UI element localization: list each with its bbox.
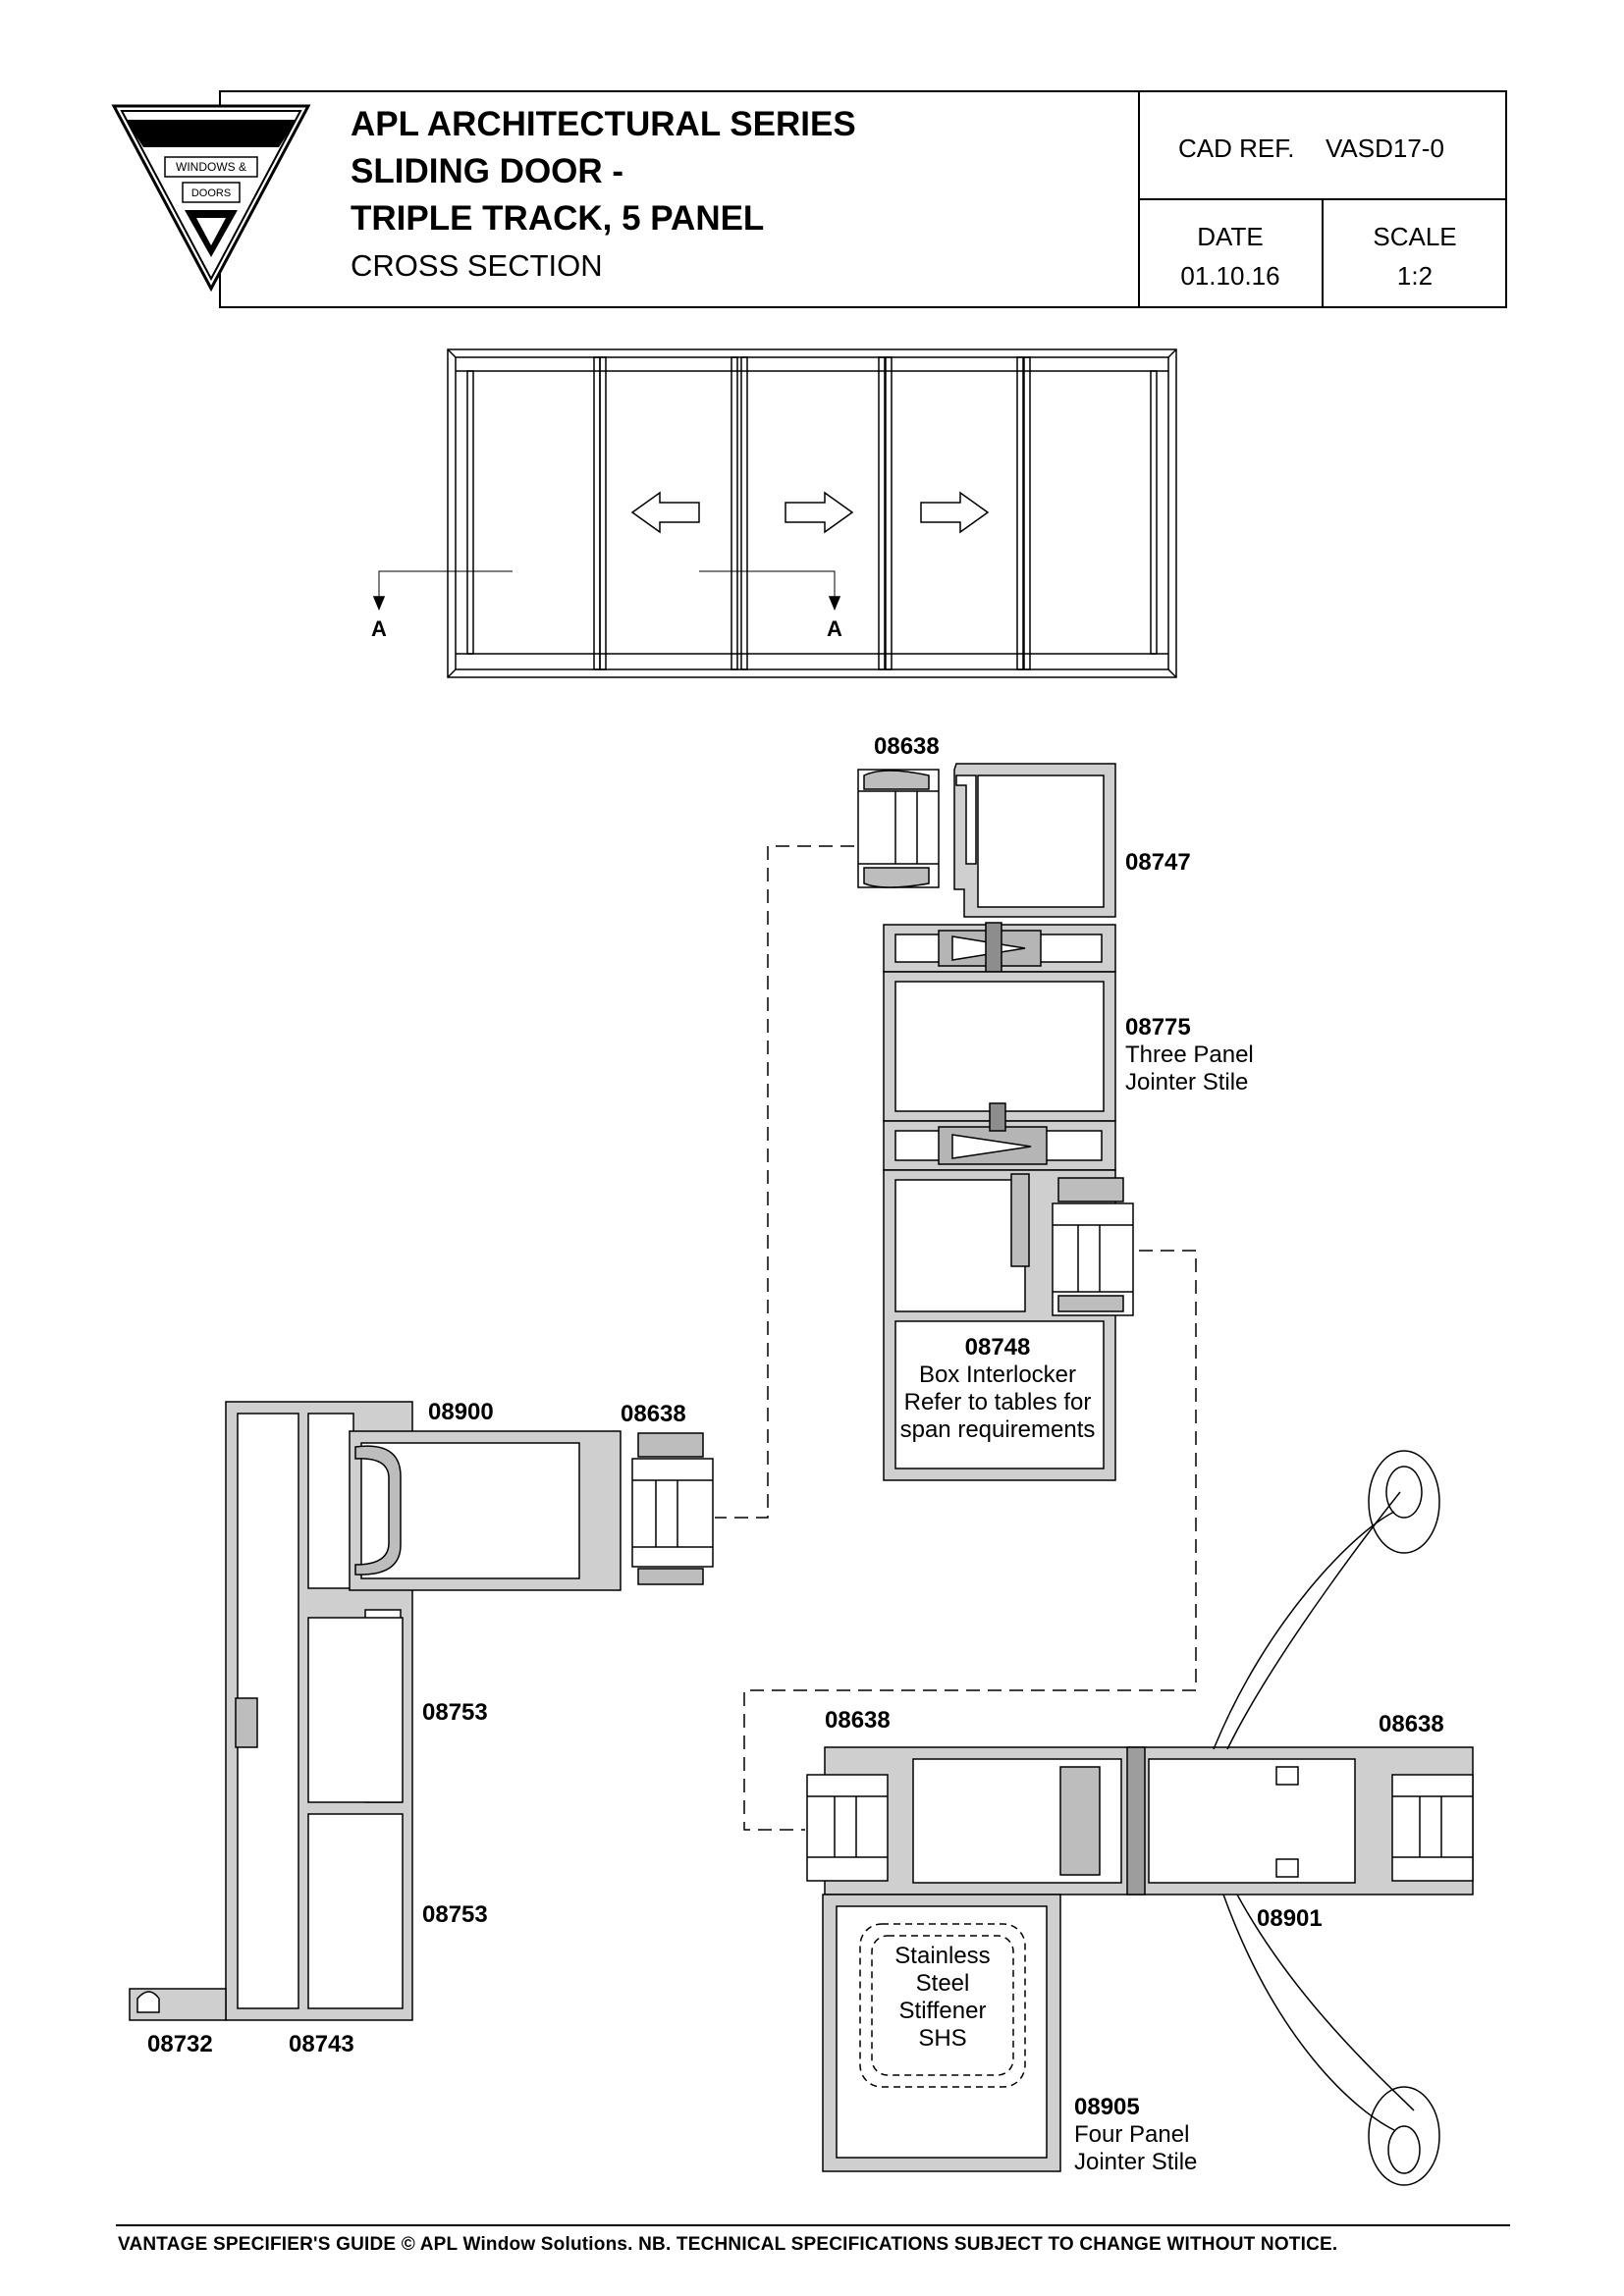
lower-meeting-assembly [806,1746,1474,2172]
date-value: 01.10.16 [1180,261,1279,291]
door-elevation [372,348,1177,678]
footer-rule [116,2224,1510,2226]
label-08732: 08732 [147,2031,213,2057]
label-08905-desc-2: Jointer Stile [1074,2149,1197,2175]
stiffener-line-3: Stiffener [899,1998,987,2024]
label-08905-desc-1: Four Panel [1074,2121,1189,2148]
label-08753-a: 08753 [422,1699,488,1726]
upper-stile-assembly [857,763,1134,1481]
label-08753-b: 08753 [422,1901,488,1928]
label-08638-left: 08638 [825,1707,891,1734]
footer-notice: VANTAGE SPECIFIER'S GUIDE © APL Window S… [118,2234,1338,2255]
arrow-right-icon [920,491,990,534]
vantage-logo: VANTAGE WINDOWS & DOORS [111,104,311,293]
part-labels: 08638 08747 08775 Three Panel Jointer St… [147,733,1444,2175]
scale-value: 1:2 [1397,261,1433,291]
label-08747: 08747 [1125,849,1191,876]
dashed-link-lines [715,845,1197,1831]
label-08638-right: 08638 [1379,1711,1444,1737]
title-block: VANTAGE WINDOWS & DOORS APL ARCHITECTURA… [111,90,1507,308]
scale-label: SCALE [1373,222,1456,251]
cad-ref-value: VASD17-0 [1326,133,1444,163]
brand-name: VANTAGE [150,119,272,148]
label-08748-desc-1: Box Interlocker [919,1362,1076,1388]
title-line-1: APL ARCHITECTURAL SERIES [351,105,856,143]
brand-sub-1: WINDOWS & [176,160,246,174]
label-08775: 08775 [1125,1014,1191,1041]
label-08775-desc-1: Three Panel [1125,1041,1254,1068]
label-08748: 08748 [965,1334,1031,1361]
label-08901: 08901 [1257,1905,1323,1932]
handle-swing-outline [1213,1450,1440,2186]
label-08905: 08905 [1074,2094,1140,2120]
label-08748-desc-3: span requirements [900,1416,1096,1443]
title-line-3: TRIPLE TRACK, 5 PANEL [351,199,764,238]
brand-sub-2: DOORS [191,187,231,199]
arrow-left-icon [630,491,700,534]
left-frame-assembly [129,1401,714,2021]
label-08638-top: 08638 [874,733,940,760]
label-08743: 08743 [289,2031,354,2057]
stiffener-line-2: Steel [916,1970,970,1997]
cad-ref-label: CAD REF. [1178,133,1294,163]
date-label: DATE [1197,222,1263,251]
label-08638-mid: 08638 [621,1401,686,1427]
subtitle: CROSS SECTION [351,248,603,283]
stiffener-line-4: SHS [918,2025,966,2052]
section-marker-right: A [827,616,842,641]
label-08900: 08900 [428,1399,494,1425]
title-line-2: SLIDING DOOR - [351,152,623,190]
section-marker-left: A [371,616,387,641]
stiffener-line-1: Stainless [894,1943,990,1969]
label-08775-desc-2: Jointer Stile [1125,1069,1248,1095]
arrow-right-icon [785,491,854,534]
label-08748-desc-2: Refer to tables for [904,1389,1092,1415]
